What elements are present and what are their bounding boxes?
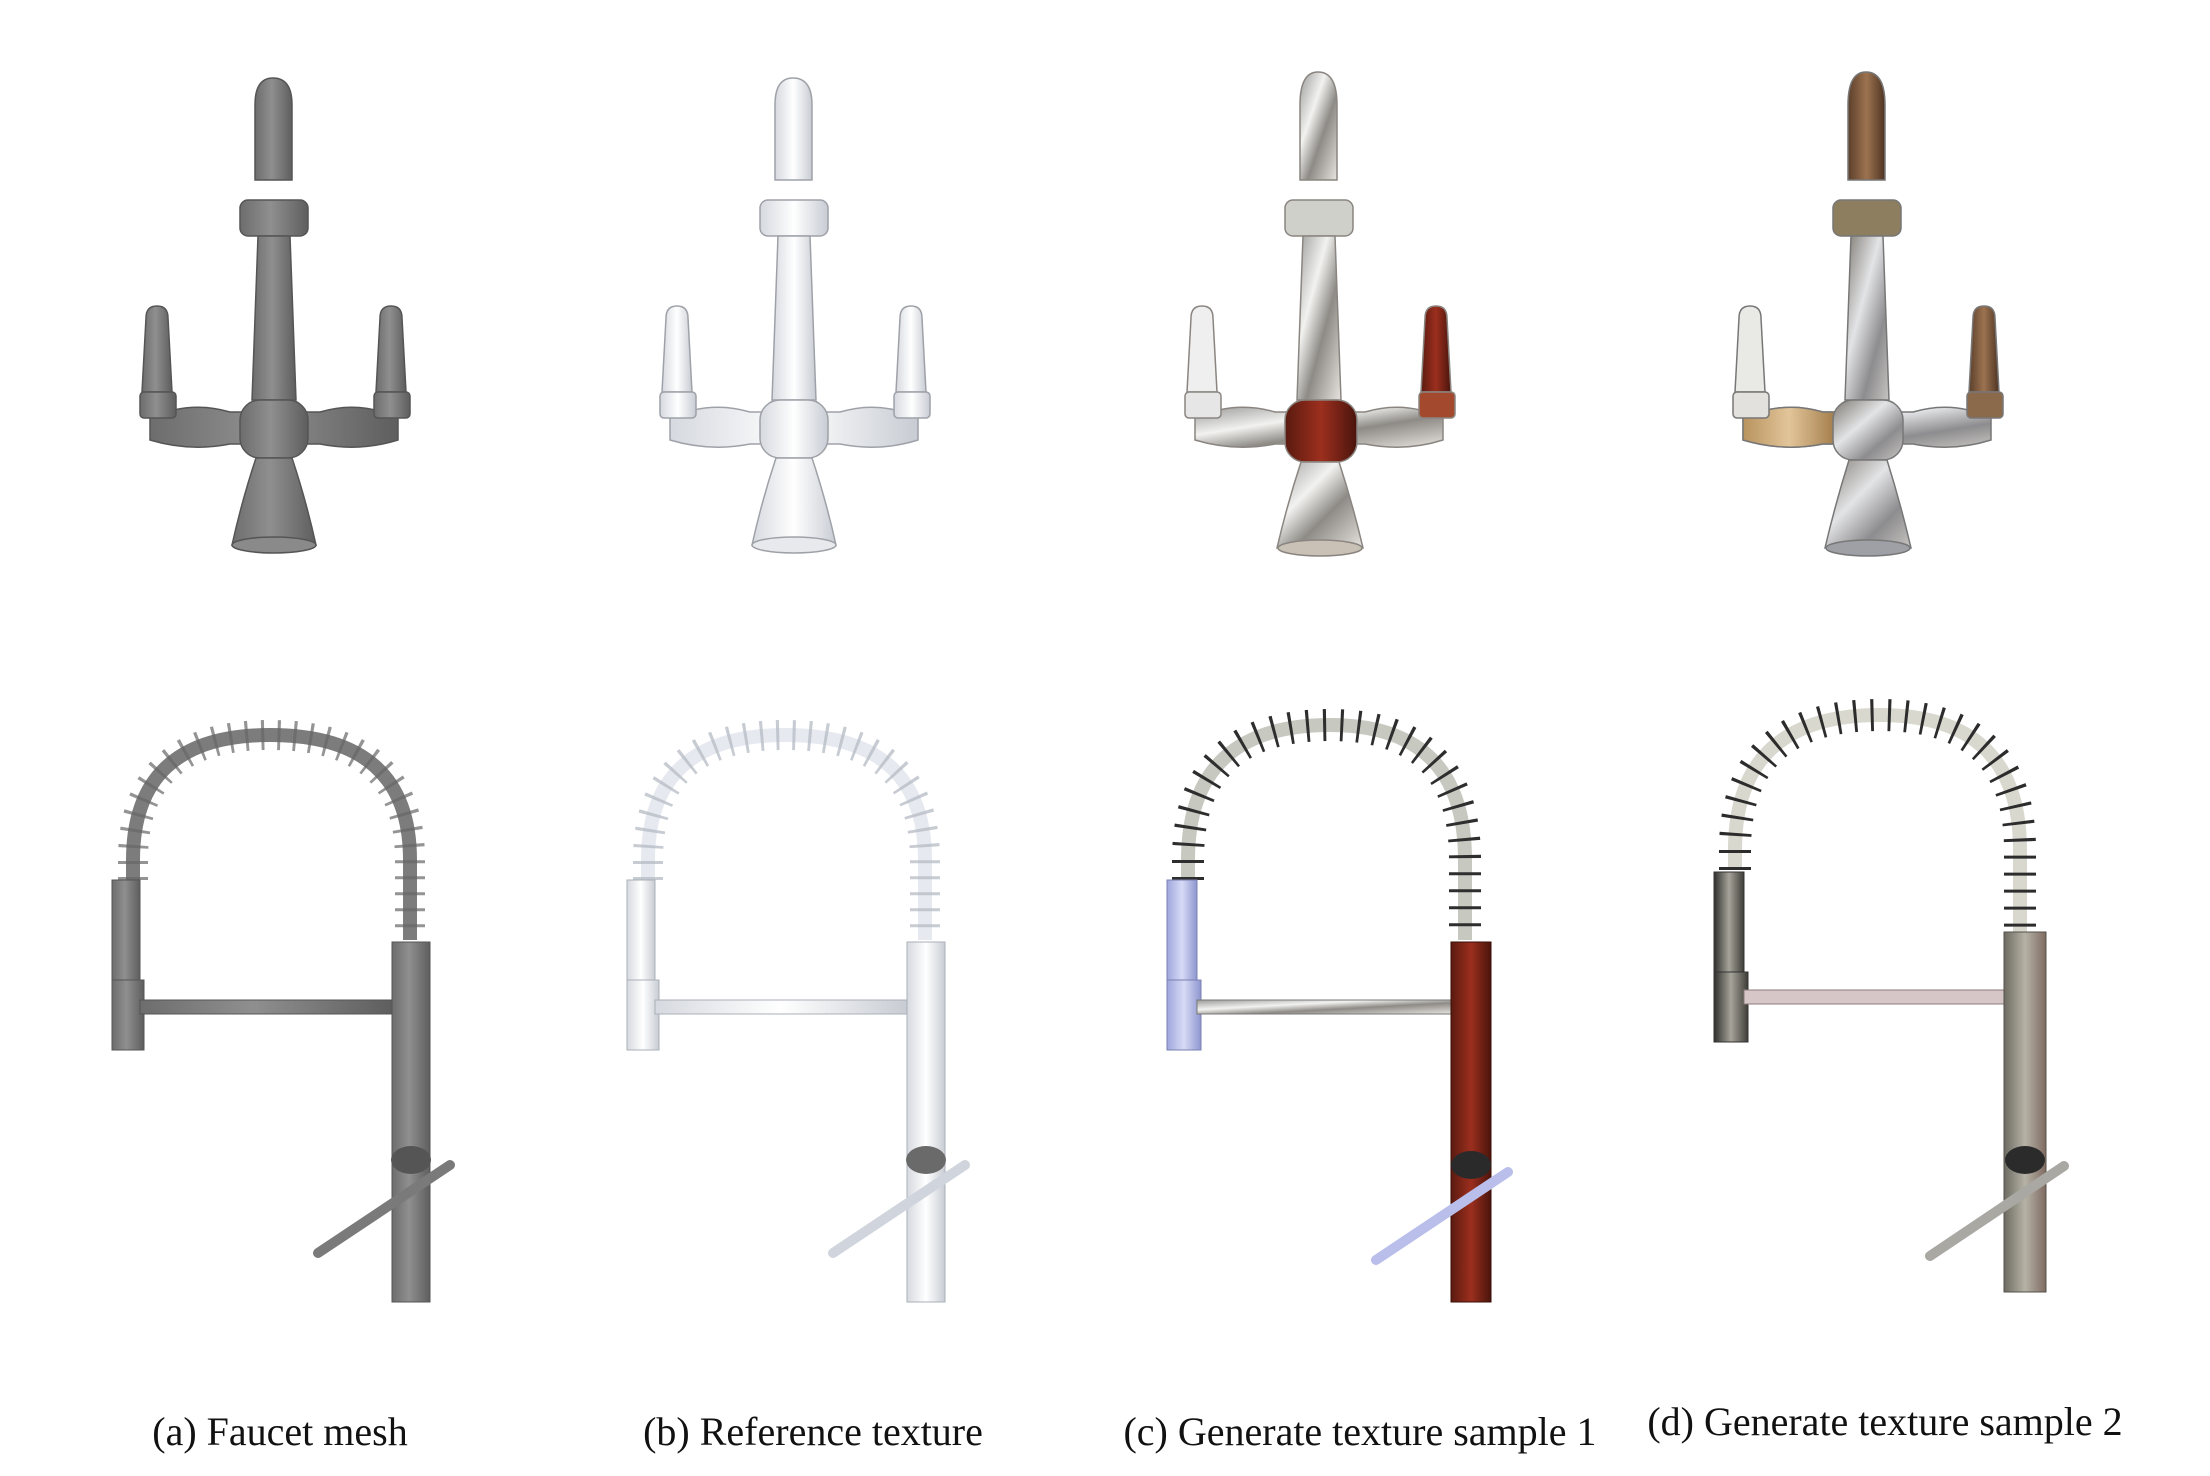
caption-c: (c) Generate texture sample 1 <box>1123 1409 1597 1454</box>
caption-b: (b) Reference texture <box>643 1409 983 1454</box>
faucet-d-spring <box>1713 698 2069 1293</box>
faucet-c-spring <box>1166 708 1513 1303</box>
caption-d: (d) Generate texture sample 2 <box>1647 1399 2123 1444</box>
caption-a: (a) Faucet mesh <box>152 1409 408 1454</box>
faucet-a-traditional <box>139 77 411 554</box>
faucet-a-spring <box>111 719 455 1303</box>
faucet-b-traditional <box>659 77 931 554</box>
faucet-b-spring <box>626 719 970 1303</box>
faucet-d-traditional <box>1732 71 2004 557</box>
faucet-c-traditional <box>1184 71 1456 557</box>
